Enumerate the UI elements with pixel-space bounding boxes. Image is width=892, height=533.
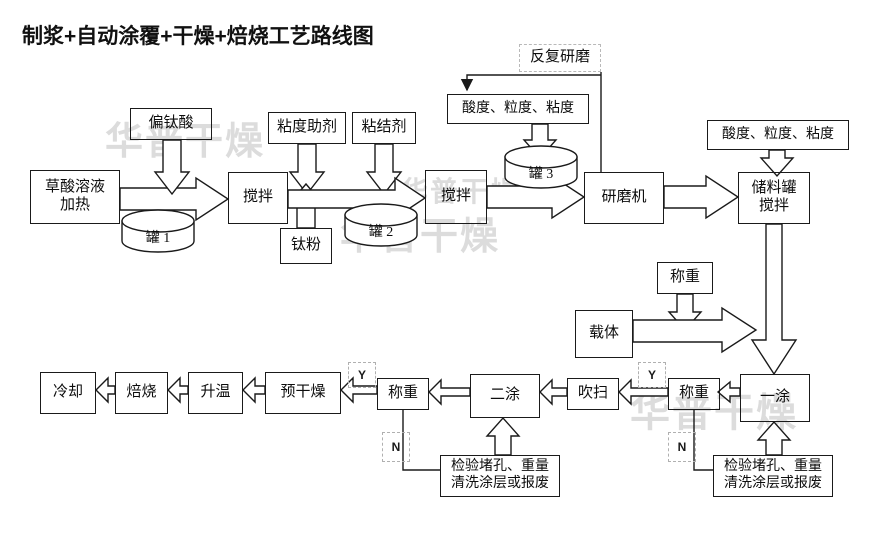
- arrow-viscosityaid-down: [288, 143, 326, 196]
- arrow-weighcarrier-down: [667, 293, 703, 332]
- line-weigh2-n-branch: [693, 410, 713, 471]
- node-inspect-right[interactable]: 检验堵孔、重量 清洗涂层或报废: [713, 455, 833, 497]
- node-weigh-after-first-coating[interactable]: 称重: [668, 378, 720, 410]
- arrow-calcine-to-cool: [95, 376, 116, 404]
- node-stir-2[interactable]: 搅拌: [425, 170, 487, 224]
- tank1-label-wrap: 罐 1: [122, 214, 194, 256]
- arrow-coat1-to-weigh2: [716, 380, 741, 404]
- tank3-label: 罐 3: [528, 167, 554, 182]
- decision-label-y-left: Y: [348, 362, 376, 388]
- node-metatitanic-acid[interactable]: 偏钛酸: [130, 108, 212, 140]
- decision-label-n-left: N: [382, 432, 410, 462]
- node-storage-tank-stirring[interactable]: 储料罐 搅拌: [738, 172, 810, 224]
- page-title: 制浆+自动涂覆+干燥+焙烧工艺路线图: [22, 25, 374, 48]
- node-binder[interactable]: 粘结剂: [352, 112, 416, 144]
- tank2-label: 罐 2: [368, 225, 394, 240]
- node-cooling[interactable]: 冷却: [40, 372, 96, 414]
- node-carrier[interactable]: 载体: [575, 310, 633, 358]
- node-calcination[interactable]: 焙烧: [115, 372, 168, 414]
- arrow-inspectright-to-coat1: [756, 420, 792, 456]
- node-weigh-carrier[interactable]: 称重: [657, 262, 713, 294]
- arrow-binder-down: [365, 143, 403, 196]
- node-temperature-rise[interactable]: 升温: [188, 372, 243, 414]
- arrow-predry-to-heatup: [242, 376, 266, 404]
- arrow-mill-to-storage: [663, 174, 740, 220]
- node-properties-acidity-particle-viscosity-right[interactable]: 酸度、粒度、粘度: [707, 120, 849, 150]
- arrow-storage-to-coat1: [750, 223, 798, 376]
- node-repeat-grinding[interactable]: 反复研磨: [519, 44, 601, 72]
- arrow-tipowder-up: [287, 182, 325, 229]
- node-weigh-after-second-coating[interactable]: 称重: [377, 378, 429, 410]
- arrow-blow-to-coat2: [539, 378, 568, 406]
- node-blow-clean[interactable]: 吹扫: [567, 378, 619, 410]
- node-oxalic-solution-heating[interactable]: 草酸溶液 加热: [30, 170, 120, 224]
- arrow-metatitanic-down: [153, 139, 191, 196]
- line-repeatgrind-top: [460, 74, 601, 92]
- node-stir-1[interactable]: 搅拌: [228, 172, 288, 224]
- node-pre-drying[interactable]: 预干燥: [265, 372, 341, 414]
- node-titanium-powder[interactable]: 钛粉: [280, 228, 332, 264]
- node-viscosity-additive[interactable]: 粘度助剂: [268, 112, 346, 144]
- node-properties-acidity-particle-viscosity-top[interactable]: 酸度、粒度、粘度: [447, 94, 589, 124]
- node-second-coating[interactable]: 二涂: [470, 374, 540, 418]
- node-grinding-machine[interactable]: 研磨机: [584, 172, 664, 224]
- decision-label-y-right: Y: [638, 362, 666, 388]
- arrow-coat2-to-weigh3: [428, 378, 471, 406]
- node-inspect-left[interactable]: 检验堵孔、重量 清洗涂层或报废: [440, 455, 560, 497]
- decision-label-n-right: N: [668, 432, 696, 462]
- arrow-heatup-to-calcine: [167, 376, 189, 404]
- tank1-label: 罐 1: [145, 231, 171, 246]
- arrow-carrier-to-coat1: [632, 306, 758, 354]
- tank2-label-wrap: 罐 2: [345, 208, 417, 250]
- tank3-label-wrap: 罐 3: [505, 150, 577, 192]
- arrow-inspectleft-to-coat2: [485, 416, 521, 456]
- node-first-coating[interactable]: 一涂: [740, 374, 810, 422]
